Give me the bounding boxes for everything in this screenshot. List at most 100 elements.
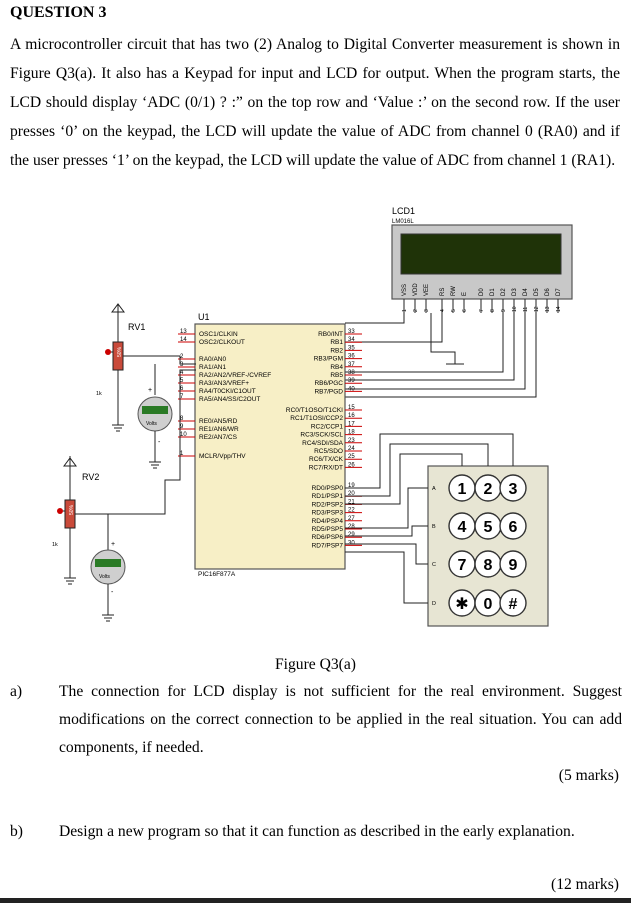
mcu-left-pin-number: 8 [180, 416, 184, 422]
mcu-left-pin-label: RA3/AN3/VREF+ [199, 380, 249, 387]
keypad-row-label: D [432, 601, 436, 607]
mcu-right-pin-number: 38 [348, 370, 355, 376]
mcu-right-pin-label: RC3/SCK/SCL [300, 432, 343, 439]
mcu-left-pin-label: RA2/AN2/VREF-/CVREF [199, 372, 271, 379]
lcd-pin-number: 8 [490, 309, 496, 312]
keypad-key [499, 550, 527, 578]
rv2-value: 1k [52, 542, 58, 548]
keypad-key-label: # [509, 596, 518, 613]
keypad-key-label: 8 [484, 557, 493, 574]
lcd-pin-label: RW [451, 286, 457, 296]
mcu-right-pin-label: RB7/PGD [314, 388, 343, 395]
mcu-right-pin-number: 20 [348, 491, 355, 497]
mcu-left-pin-label: RA4/T0CKI/C1OUT [199, 388, 256, 395]
mcu-right-pin-number: 16 [348, 413, 355, 419]
lcd-pin-label: D1 [490, 288, 496, 296]
voltmeter-1-minus: - [158, 439, 161, 446]
mcu-right-pin-number: 25 [348, 454, 355, 460]
lcd-pin-number: 10 [512, 306, 518, 312]
mcu-right-pin-label: RD1/PSP1 [312, 493, 344, 500]
voltmeter-2-minus: - [111, 589, 114, 596]
mcu-right-pin-number: 40 [348, 386, 355, 392]
voltmeter-1-label: Volts [146, 421, 157, 427]
mcu-right-pin-number: 19 [348, 483, 355, 489]
voltmeter-1-plus: + [148, 387, 152, 394]
keypad-key-label: 3 [509, 481, 518, 498]
voltmeter-2: Volts + - [90, 514, 126, 622]
mcu-right-pin-label: RB3/PGM [314, 356, 343, 363]
lcd-pin-number: 5 [451, 309, 457, 312]
mcu-right-pin-number: 28 [348, 524, 355, 530]
mcu-left-pin-number: 4 [180, 370, 184, 376]
lcd-pin-label: VDD [413, 283, 419, 296]
lcd-pin-number: 2 [413, 309, 419, 312]
mcu-right-pin-label: RD3/PSP3 [312, 510, 344, 517]
mcu-right-pin-number: 29 [348, 532, 355, 538]
mcu-right-pin-number: 18 [348, 430, 355, 436]
lcd-pin-label: D4 [523, 288, 529, 296]
rv1-value: 1k [96, 391, 102, 397]
keypad-key-label: ✱ [455, 596, 468, 613]
mcu-left-pin-label: RE2/AN7/CS [199, 434, 238, 441]
mcu-left-pin-label: RE0/AN5/RD [199, 418, 238, 425]
mcu-right-pin-number: 21 [348, 499, 355, 505]
mcu-left-pin-label: RA1/AN1 [199, 364, 226, 371]
lcd-pin-number: 6 [462, 309, 468, 312]
voltmeter-2-label: Volts [99, 574, 110, 580]
lcd-pin-number: 7 [479, 309, 485, 312]
rv1-potentiometer: RV1 50% 1k [96, 303, 196, 432]
mcu-right-pin-number: 35 [348, 345, 355, 351]
circuit-figure: LCD1 LM016L VSS1VDD2VEE3RS4RW5E6D07D18D2… [52, 206, 573, 627]
rv1-name: RV1 [128, 322, 145, 332]
part-a: a) The connection for LCD display is not… [10, 678, 622, 762]
mcu-right-pin-label: RC1/T1OSI/CCP2 [290, 415, 343, 422]
mcu-right-pin-label: RD7/PSP7 [312, 542, 344, 549]
lcd-pin-label: D5 [534, 288, 540, 296]
voltmeter-1: Volts + - [137, 364, 173, 469]
lcd-pin-number: 9 [501, 309, 507, 312]
mcu-part: PIC16F877A [198, 571, 236, 578]
figure-caption: Figure Q3(a) [275, 656, 356, 673]
mcu-right-pin-label: RD0/PSP0 [312, 485, 344, 492]
voltmeter-2-plus: + [111, 541, 115, 548]
part-b-text: Design a new program so that it can func… [59, 823, 575, 840]
mcu-right-pin-number: 36 [348, 354, 355, 360]
mcu-left-pin-number: 7 [180, 394, 184, 400]
keypad-key [499, 589, 527, 617]
mcu-right-pin-label: RB5 [330, 372, 343, 379]
mcu-right-pin-number: 23 [348, 438, 355, 444]
lcd-pin-number: 3 [424, 309, 430, 312]
mcu-right-pin-label: RC5/SDO [314, 448, 343, 455]
mcu-right-pin-label: RC0/T1OSO/T1CKI [286, 407, 343, 414]
mcu-right-pin-number: 15 [348, 405, 355, 411]
mcu-left-pin-number: 13 [180, 329, 187, 335]
rv2-name: RV2 [82, 472, 99, 482]
mcu-right-pin-label: RC4/SDI/SDA [302, 440, 343, 447]
rv1-pct: 50% [117, 346, 123, 357]
lcd-pin-number: 13 [545, 306, 551, 312]
keypad-key-label: 1 [458, 481, 467, 498]
question-title: QUESTION 3 [10, 4, 107, 21]
mcu-right-pin-number: 30 [348, 540, 355, 546]
lcd-pin-label: D0 [479, 288, 485, 296]
keypad-row-label: C [432, 562, 436, 568]
keypad-key [499, 474, 527, 502]
lcd-pin-label: D7 [556, 288, 562, 296]
mcu-left-pin-number: 9 [180, 424, 184, 430]
mcu-left-pin-label: OSC2/CLKOUT [199, 339, 245, 346]
lcd-pin-number: 1 [402, 309, 408, 312]
mcu-right-pin-label: RB0/INT [318, 331, 343, 338]
mcu-name: U1 [198, 312, 210, 322]
mcu-right-pin-label: RB2 [330, 347, 343, 354]
part-a-marks: (5 marks) [558, 767, 619, 784]
lcd-pin-number: 12 [534, 306, 540, 312]
mcu-right-pin-number: 22 [348, 508, 355, 514]
keypad-key-label: 6 [509, 519, 518, 536]
keypad-row-label: B [432, 524, 436, 530]
mcu-right-pin-number: 26 [348, 462, 355, 468]
lcd-pin-label: VSS [402, 284, 408, 296]
lcd-pin-label: RS [440, 288, 446, 296]
mcu-right-pin-label: RD5/PSP5 [312, 526, 344, 533]
lcd-pin-label: D3 [512, 288, 518, 296]
mcu-right-pin-number: 39 [348, 378, 355, 384]
